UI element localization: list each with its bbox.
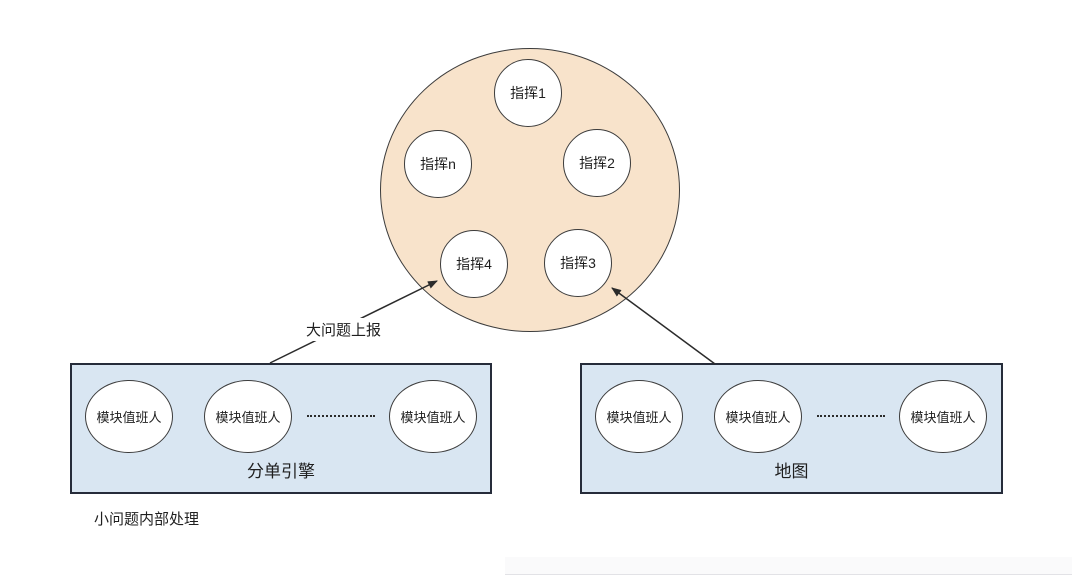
ellipsis-connector	[817, 415, 885, 417]
command-node-label: 指挥1	[510, 85, 546, 101]
panel-title: 分单引擎	[247, 462, 315, 481]
escalation-arrow-right	[611, 287, 716, 365]
panel-map: 模块值班人 模块值班人 模块值班人 地图	[580, 363, 1003, 494]
command-node-n: 指挥n	[404, 130, 472, 198]
member-ellipse: 模块值班人	[595, 380, 683, 453]
command-node-label: 指挥3	[560, 255, 596, 271]
ellipsis-connector	[307, 415, 375, 417]
member-label: 模块值班人	[400, 410, 466, 425]
member-ellipse: 模块值班人	[714, 380, 802, 453]
panel-dispatch-engine: 模块值班人 模块值班人 模块值班人 分单引擎	[70, 363, 492, 494]
command-node-2: 指挥2	[563, 129, 631, 197]
command-node-label: 指挥n	[420, 156, 456, 172]
member-label: 模块值班人	[215, 410, 281, 425]
command-node-3: 指挥3	[544, 229, 612, 297]
command-node-label: 指挥4	[456, 256, 492, 272]
bottom-edge-artifact	[505, 557, 1072, 575]
member-ellipse: 模块值班人	[204, 380, 292, 453]
member-ellipse: 模块值班人	[389, 380, 477, 453]
command-node-1: 指挥1	[494, 59, 562, 127]
command-node-label: 指挥2	[579, 155, 615, 171]
member-label: 模块值班人	[910, 410, 976, 425]
member-label: 模块值班人	[96, 410, 162, 425]
member-ellipse: 模块值班人	[85, 380, 173, 453]
panel-title: 地图	[774, 462, 809, 481]
member-ellipse: 模块值班人	[899, 380, 987, 453]
footnote-label: 小问题内部处理	[94, 511, 200, 528]
escalation-label: 大问题上报	[304, 318, 384, 341]
member-label: 模块值班人	[606, 410, 672, 425]
command-node-4: 指挥4	[440, 230, 508, 298]
member-label: 模块值班人	[725, 410, 791, 425]
